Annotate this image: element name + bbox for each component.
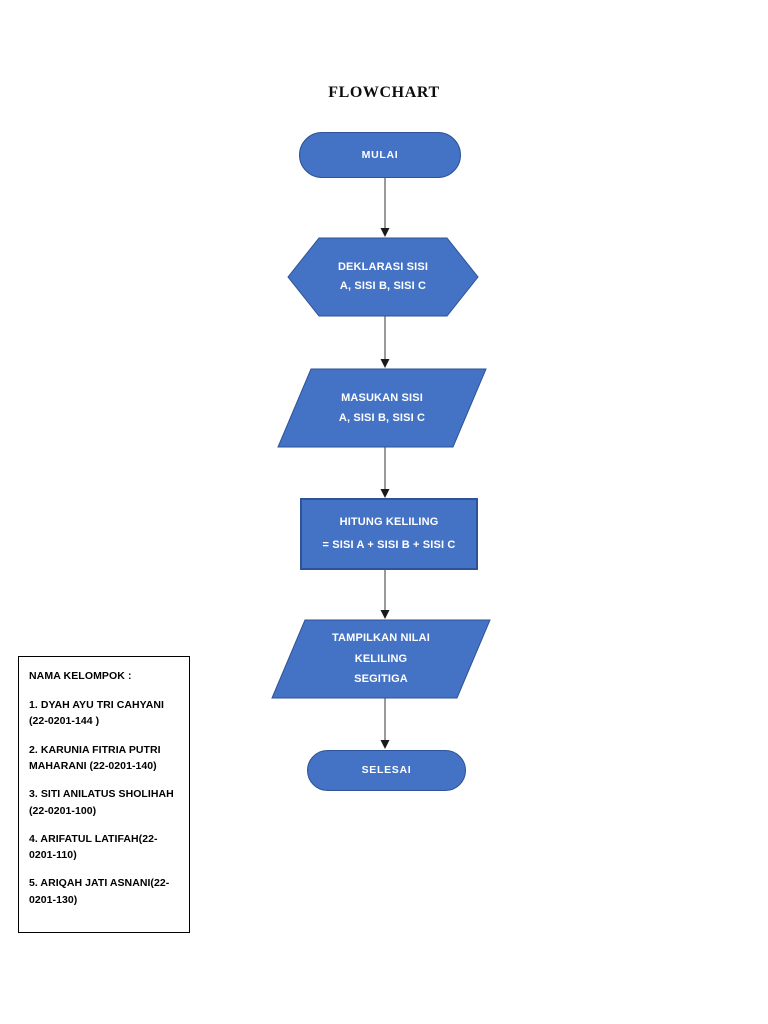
parallelogram-shape bbox=[271, 619, 491, 699]
group-member-item: 4. ARIFATUL LATIFAH(22-0201-110) bbox=[29, 832, 158, 862]
group-members-heading: NAMA KELOMPOK : bbox=[29, 670, 132, 682]
group-member-item: 2. KARUNIA FITRIA PUTRI MAHARANI (22-020… bbox=[29, 743, 161, 773]
group-member-item: 1. DYAH AYU TRI CAHYANI (22-0201-144 ) bbox=[29, 699, 164, 728]
group-members-box: NAMA KELOMPOK : 1. DYAH AYU TRI CAHYANI … bbox=[18, 656, 190, 933]
page-title: FLOWCHART bbox=[328, 84, 440, 101]
flow-node-process: HITUNG KELILING= SISI A + SISI B + SISI … bbox=[300, 498, 478, 570]
terminator-shape bbox=[307, 750, 466, 791]
hexagon-shape bbox=[287, 237, 479, 317]
connector-arrowhead-process-output bbox=[380, 610, 390, 619]
connector-arrowhead-start-declare bbox=[380, 228, 390, 237]
rectangle-shape bbox=[300, 498, 478, 570]
connector-arrowhead-input-process bbox=[380, 489, 390, 498]
terminator-shape bbox=[299, 132, 461, 178]
parallelogram-shape bbox=[277, 368, 487, 448]
group-member-item: 3. SITI ANILATUS SHOLIHAH (22-0201-100) bbox=[29, 788, 174, 817]
connector-arrowhead-output-end bbox=[380, 740, 390, 749]
group-member-item: 5. ARIQAH JATI ASNANI(22-0201-130) bbox=[29, 877, 170, 906]
flow-node-start: MULAI bbox=[299, 132, 461, 178]
flow-node-end: SELESAI bbox=[307, 750, 466, 791]
connector-arrowhead-declare-input bbox=[380, 359, 390, 368]
group-members-list: 1. DYAH AYU TRI CAHYANI (22-0201-144 ) 2.… bbox=[29, 697, 179, 908]
